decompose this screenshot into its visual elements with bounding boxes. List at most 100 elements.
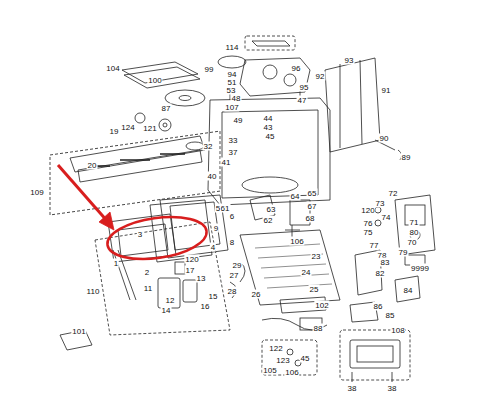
callout-number: 86: [373, 302, 384, 311]
callout-number: 107: [224, 103, 239, 112]
callout-number: 20: [87, 161, 98, 170]
callout-number: 89: [401, 153, 412, 162]
rack: [122, 62, 200, 88]
callout-number: 38: [347, 384, 358, 393]
cover-part: [252, 41, 290, 46]
callout-number: 124: [120, 123, 135, 132]
callout-number: 121: [142, 124, 157, 133]
callout-number: 6: [229, 212, 235, 221]
callout-number: 83: [380, 258, 391, 267]
callout-number: 23: [311, 252, 322, 261]
callout-number: 1: [113, 259, 119, 268]
callout-number: 84: [403, 286, 414, 295]
callout-number: 27: [229, 271, 240, 280]
keypad: [158, 278, 180, 308]
callout-number: 9999: [410, 264, 430, 273]
callout-number: 33: [228, 136, 239, 145]
callout-number: 45: [300, 354, 311, 363]
callout-number: 16: [200, 302, 211, 311]
callout-number: 92: [315, 72, 326, 81]
drive-coupler: [186, 142, 204, 150]
callout-number: 74: [381, 213, 392, 222]
callout-number: 79: [398, 248, 409, 257]
callout-number: 104: [105, 64, 120, 73]
callout-number: 73: [375, 199, 386, 208]
callout-number: 48: [231, 94, 242, 103]
callout-number: 90: [379, 134, 390, 143]
callout-number: 106: [289, 237, 304, 246]
callout-number: 85: [385, 311, 396, 320]
callout-number: 108: [390, 326, 405, 335]
callout-number: 101: [71, 327, 86, 336]
back-plate: [325, 58, 380, 152]
group-outline: [50, 131, 220, 215]
part-124: [135, 113, 145, 123]
callout-number: 93: [344, 56, 355, 65]
turntable-ring: [218, 56, 246, 68]
light-cover: [350, 340, 400, 368]
callout-number: 38: [387, 384, 398, 393]
callout-number: 100: [147, 76, 162, 85]
callout-number: 91: [381, 86, 392, 95]
callout-number: 70: [407, 238, 418, 247]
group-outline: [340, 330, 410, 380]
callout-number: 63: [266, 205, 277, 214]
pointer-arrow: [58, 165, 108, 222]
callout-number: 8: [229, 238, 235, 247]
magnetron: [395, 195, 435, 255]
callout-number: 122: [268, 344, 283, 353]
group-outline: [245, 36, 295, 50]
callout-number: 71: [409, 218, 420, 227]
callout-number: 75: [363, 228, 374, 237]
pointer-arrowhead: [99, 212, 114, 230]
callout-number: 88: [313, 324, 324, 333]
callout-number: 87: [161, 104, 172, 113]
callout-number: 106: [284, 368, 299, 377]
callout-number: 37: [228, 148, 239, 157]
callout-number: 2: [144, 268, 150, 277]
callout-number: 45: [265, 132, 276, 141]
callout-number: 67: [307, 202, 318, 211]
callout-number: 9: [213, 224, 219, 233]
callout-number: 72: [388, 189, 399, 198]
callout-number: 96: [291, 64, 302, 73]
highlight-ellipse: [105, 211, 210, 265]
callout-number: 12: [165, 296, 176, 305]
callout-number: 4: [210, 243, 216, 252]
callout-number: 64: [290, 192, 301, 201]
callout-number: 19: [109, 127, 120, 136]
callout-number: 15: [208, 292, 219, 301]
callout-number: 123: [275, 356, 290, 365]
callout-number: 102: [314, 301, 329, 310]
callout-number: 99: [204, 65, 215, 74]
callout-number: 82: [375, 269, 386, 278]
callout-number: 43: [263, 123, 274, 132]
callout-number: 109: [29, 188, 44, 197]
callout-number: 17: [185, 266, 196, 275]
callout-number: 26: [251, 290, 262, 299]
callout-number: 32: [203, 142, 214, 151]
door-frame: [160, 195, 228, 258]
callout-number: 49: [233, 116, 244, 125]
callout-number: 65: [307, 189, 318, 198]
callout-number: 80: [409, 228, 420, 237]
callout-number: 76: [363, 219, 374, 228]
control-panel: [70, 136, 205, 172]
callout-number: 47: [297, 96, 308, 105]
bottom-plate: [240, 230, 340, 305]
callout-number: 95: [299, 83, 310, 92]
callout-number: 120: [184, 255, 199, 264]
callout-number: 44: [263, 114, 274, 123]
fan-assembly: [240, 58, 310, 96]
callout-number: 62: [263, 216, 274, 225]
callout-number: 14: [161, 306, 172, 315]
callout-number: 13: [196, 274, 207, 283]
callout-number: 77: [369, 241, 380, 250]
callout-number: 28: [227, 287, 238, 296]
callout-number: 110: [86, 287, 101, 296]
oven-cavity: [208, 98, 330, 205]
callout-number: 41: [221, 158, 232, 167]
